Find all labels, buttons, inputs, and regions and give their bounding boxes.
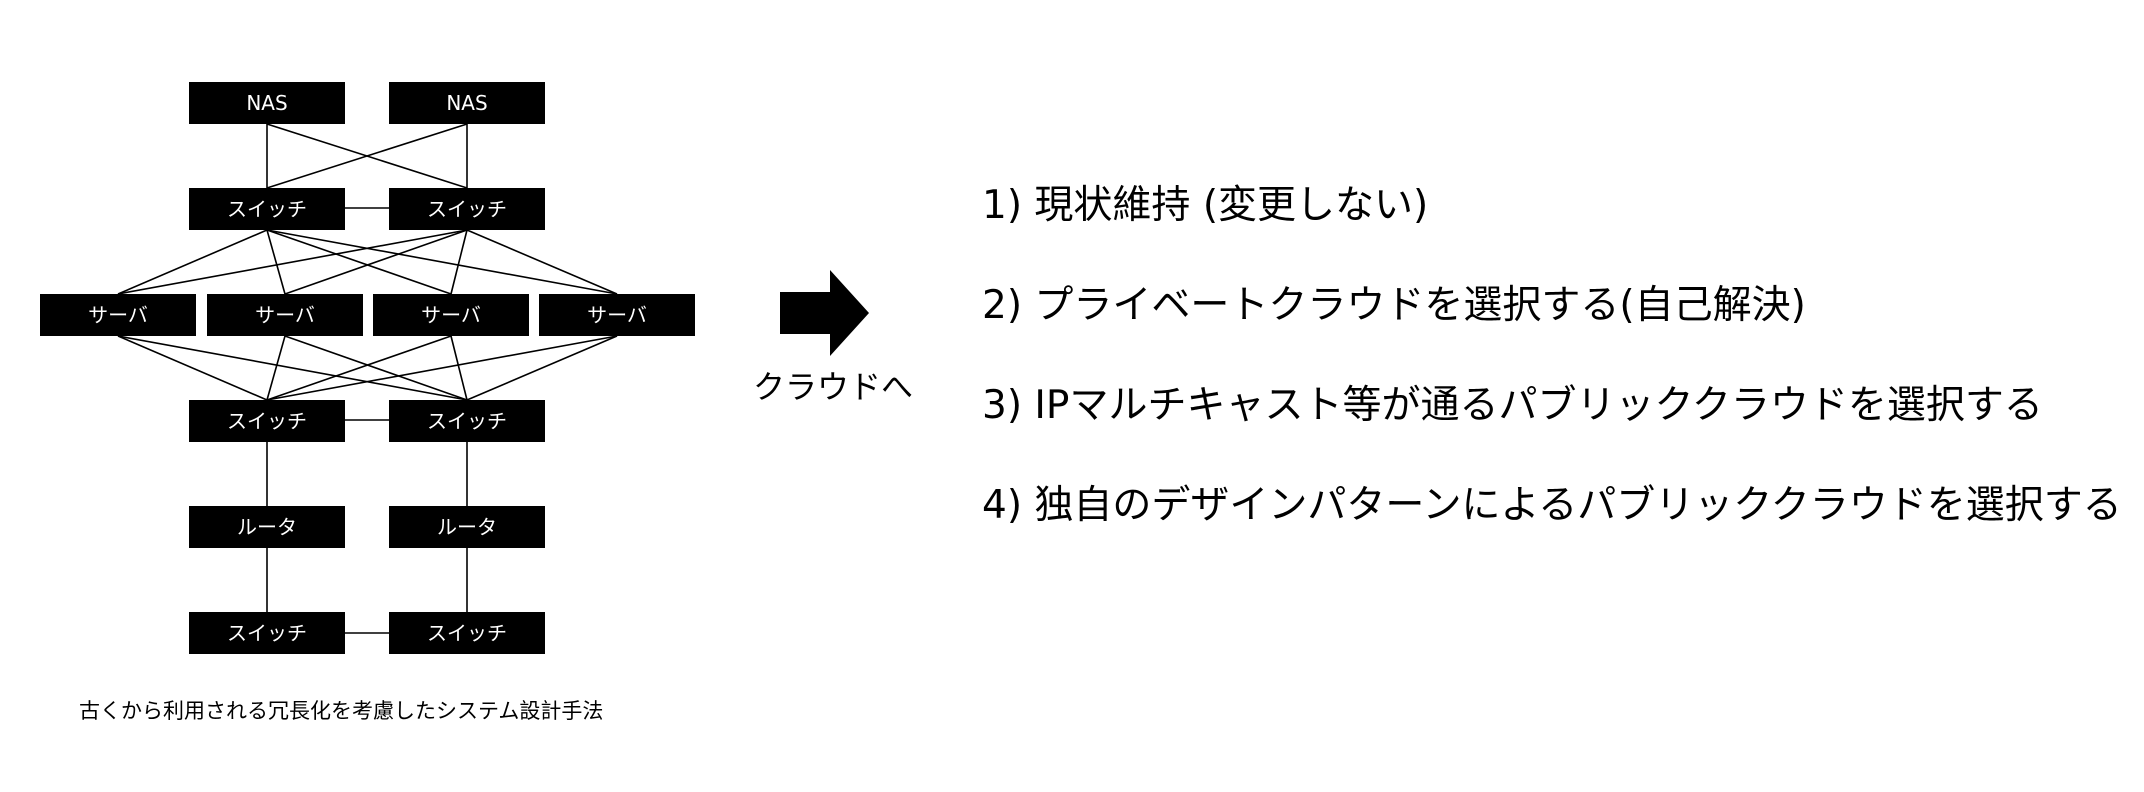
link-s4-smr [466, 335, 618, 401]
switch-node-label: スイッチ [227, 621, 307, 645]
right-arrow-icon [780, 270, 869, 356]
network-connections [117, 123, 618, 634]
server-node-label: サーバ [587, 303, 647, 327]
link-str-s4 [466, 229, 618, 295]
link-stl-s2 [266, 229, 286, 295]
link-str-s2 [284, 229, 468, 295]
switch-node: スイッチ [389, 612, 545, 654]
switch-node-label: スイッチ [427, 409, 507, 433]
server-node: サーバ [207, 294, 363, 336]
link-str-s1 [117, 229, 468, 295]
diagram-caption: 古くから利用される冗長化を考慮したシステム設計手法 [79, 699, 603, 723]
switch-node: スイッチ [389, 400, 545, 442]
link-stl-s4 [266, 229, 618, 295]
switch-node: スイッチ [189, 188, 345, 230]
options-list: 1) 現状維持 (変更しない) 2) プライベートクラウドを選択する(自己解決)… [982, 183, 2122, 528]
option-item: 2) プライベートクラウドを選択する(自己解決) [982, 283, 1806, 328]
nas-node: NAS [189, 82, 345, 124]
server-node-label: サーバ [255, 303, 315, 327]
switch-node-label: スイッチ [427, 197, 507, 221]
link-s1-sml [117, 335, 268, 401]
router-node-label: ルータ [437, 515, 497, 539]
nas-node: NAS [389, 82, 545, 124]
link-s3-smr [450, 335, 468, 401]
server-node-label: サーバ [421, 303, 481, 327]
link-s4-sml [266, 335, 618, 401]
switch-node-label: スイッチ [227, 197, 307, 221]
link-s1-smr [117, 335, 468, 401]
option-item: 3) IPマルチキャスト等が通るパブリッククラウドを選択する [982, 383, 2043, 428]
link-stl-s3 [266, 229, 452, 295]
switch-node: スイッチ [189, 400, 345, 442]
link-nas-right-switch-top-left [266, 123, 468, 189]
nas-node-label: NAS [446, 91, 487, 115]
server-node: サーバ [539, 294, 695, 336]
link-s2-smr [284, 335, 468, 401]
link-stl-s1 [117, 229, 268, 295]
server-node: サーバ [373, 294, 529, 336]
switch-node-label: スイッチ [227, 409, 307, 433]
switch-node-label: スイッチ [427, 621, 507, 645]
option-item: 4) 独自のデザインパターンによるパブリッククラウドを選択する [982, 483, 2122, 528]
switch-node: スイッチ [389, 188, 545, 230]
link-s3-sml [266, 335, 452, 401]
router-node: ルータ [189, 506, 345, 548]
router-node: ルータ [389, 506, 545, 548]
link-str-s3 [450, 229, 468, 295]
router-node-label: ルータ [237, 515, 297, 539]
link-s2-sml [266, 335, 286, 401]
switch-node: スイッチ [189, 612, 345, 654]
arrow-label: クラウドへ [753, 368, 913, 406]
server-node: サーバ [40, 294, 196, 336]
network-nodes: NAS NAS スイッチ スイッチ サーバ サーバ サーバ サーバ [40, 82, 695, 654]
option-item: 1) 現状維持 (変更しない) [982, 183, 1428, 228]
server-node-label: サーバ [88, 303, 148, 327]
nas-node-label: NAS [246, 91, 287, 115]
